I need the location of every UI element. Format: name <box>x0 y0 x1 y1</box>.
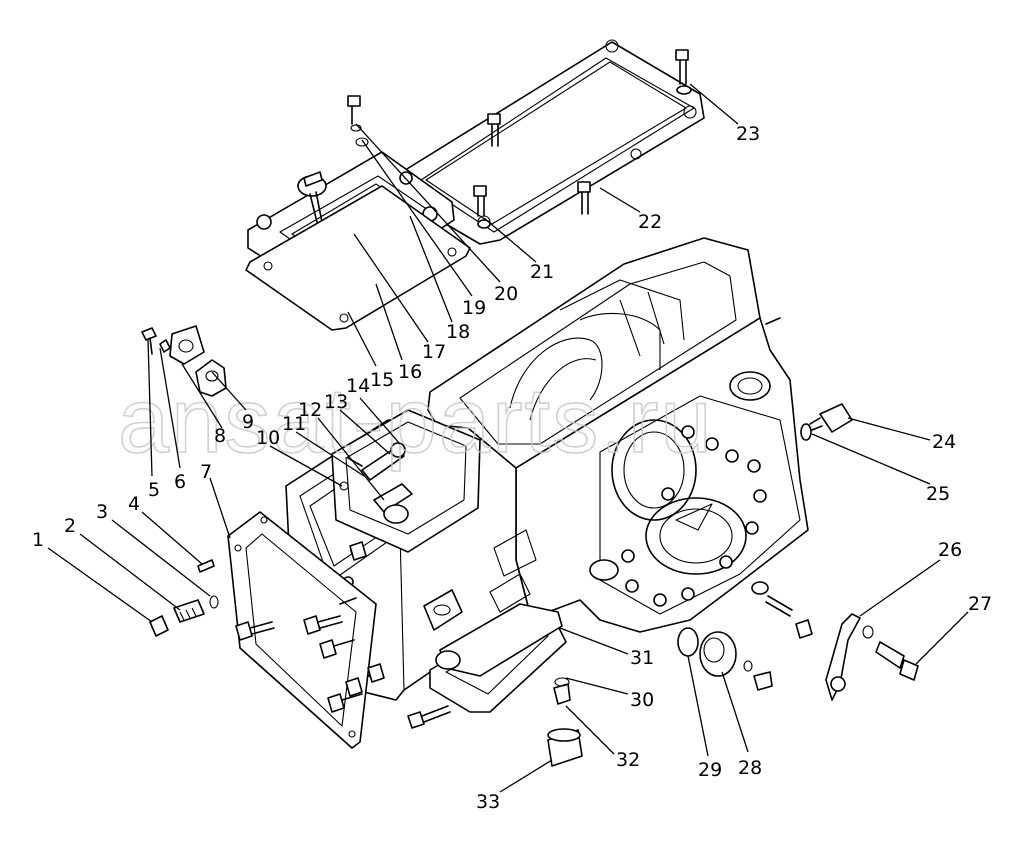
callout-31: 31 <box>630 647 654 669</box>
callout-11: 11 <box>282 413 306 435</box>
callout-17: 17 <box>422 341 446 363</box>
callout-labels: 1 2 3 4 5 6 7 8 9 10 11 12 13 14 15 16 1… <box>32 123 992 813</box>
shift-lever-assembly <box>339 442 413 524</box>
callout-6: 6 <box>174 471 186 493</box>
callout-4: 4 <box>128 493 140 515</box>
callout-14: 14 <box>346 375 370 397</box>
callout-23: 23 <box>736 123 760 145</box>
callout-13: 13 <box>324 391 348 413</box>
callout-24: 24 <box>932 431 956 453</box>
callout-22: 22 <box>638 211 662 233</box>
bottom-cover <box>407 603 571 729</box>
callout-2: 2 <box>64 515 76 537</box>
callout-10: 10 <box>256 427 280 449</box>
leader-lines <box>47 83 969 793</box>
callout-26: 26 <box>938 539 962 561</box>
top-cover-bolts <box>347 49 692 229</box>
shifter-cover-gasket <box>245 185 471 331</box>
callout-21: 21 <box>530 261 554 283</box>
callout-25: 25 <box>926 483 950 505</box>
callout-33: 33 <box>476 791 500 813</box>
callout-12: 12 <box>298 399 322 421</box>
callout-3: 3 <box>96 501 108 523</box>
left-bolts <box>149 559 219 637</box>
callout-1: 1 <box>32 529 44 551</box>
callout-30: 30 <box>630 689 654 711</box>
right-side-parts <box>677 403 919 701</box>
side-flange-group <box>141 325 227 397</box>
callout-16: 16 <box>398 361 422 383</box>
callout-27: 27 <box>968 593 992 615</box>
callout-7: 7 <box>200 461 212 483</box>
callout-15: 15 <box>370 369 394 391</box>
callout-18: 18 <box>446 321 470 343</box>
callout-8: 8 <box>214 425 226 447</box>
callout-29: 29 <box>698 759 722 781</box>
callout-28: 28 <box>738 757 762 779</box>
callout-32: 32 <box>616 749 640 771</box>
callout-19: 19 <box>462 297 486 319</box>
front-gasket <box>227 511 377 749</box>
callout-9: 9 <box>242 411 254 433</box>
watermark: ansat-parts.ru <box>118 370 714 472</box>
callout-5: 5 <box>148 479 160 501</box>
front-cover-bolts <box>235 541 385 713</box>
bushing <box>547 728 583 767</box>
callout-20: 20 <box>494 283 518 305</box>
